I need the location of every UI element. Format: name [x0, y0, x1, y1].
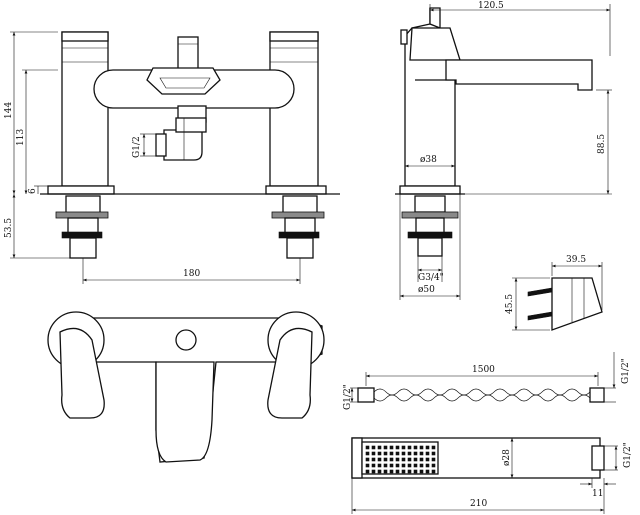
right-pillar-cap: [269, 31, 319, 42]
side-elevation: 120.5 88.5 ø38 G3/4" ø50: [395, 1, 612, 300]
below-deck-label: 53.5: [4, 218, 14, 238]
handset-nut-label: 11: [592, 489, 603, 499]
inlet-thread-label: G1/2: [132, 136, 142, 158]
side-lever: [409, 27, 461, 61]
hose-top-coil: [373, 388, 591, 396]
left-tail: [55, 195, 109, 259]
right-base: [265, 185, 327, 195]
plan-diverter: [175, 329, 197, 351]
plan-left-lever: [59, 327, 105, 419]
handset-nut: [591, 445, 605, 471]
right-pillar: [269, 31, 319, 187]
left-pillar-cap: [61, 31, 109, 42]
diverter-lever: [146, 67, 221, 95]
base-diameter-label: ø50: [418, 285, 435, 295]
handset-diameter-label: ø28: [502, 449, 512, 466]
bracket-body: [551, 277, 603, 331]
bracket-width-label: 39.5: [566, 255, 586, 265]
plan-spout: [155, 361, 215, 463]
spout-height-label: 88.5: [597, 134, 607, 154]
elbow-fitting: [163, 129, 203, 161]
hose-thread-left-label: G1/2": [343, 384, 353, 410]
handset-nozzles: [365, 445, 436, 474]
hose-right-nut: [589, 387, 605, 403]
base-thickness-label: 6: [28, 188, 38, 194]
tail-thread-label: G3/4": [418, 273, 444, 283]
shower-hose: 1500 G1/2" G1/2": [343, 352, 631, 410]
body-diameter-label: ø38: [420, 155, 437, 165]
plan-right-lever: [267, 327, 313, 419]
hose-thread-right-label: G1/2": [621, 358, 631, 384]
left-pillar: [61, 31, 109, 187]
handset-length-label: 210: [470, 499, 487, 509]
shower-handset: ø28 G1/2" 11 210: [351, 437, 633, 514]
front-elevation: G1/2 144 113 6 5: [4, 31, 340, 284]
hose-length-label: 1500: [472, 365, 495, 375]
side-spout: [445, 59, 593, 91]
bracket-height-label: 45.5: [505, 294, 515, 314]
centres-label: 180: [183, 269, 200, 279]
height-113-label: 113: [16, 129, 26, 146]
plan-view: [47, 311, 325, 463]
wall-bracket: 39.5 45.5: [505, 255, 603, 331]
hose-bottom-coil: [373, 394, 591, 402]
right-tail: [271, 195, 325, 259]
left-base: [47, 185, 115, 195]
spout-reach-label: 120.5: [478, 1, 504, 11]
side-base: [399, 185, 461, 195]
diverter-knob: [177, 36, 199, 71]
hose-left-nut: [357, 387, 375, 403]
height-144-label: 144: [4, 102, 14, 119]
handset-thread-label: G1/2": [623, 442, 633, 468]
